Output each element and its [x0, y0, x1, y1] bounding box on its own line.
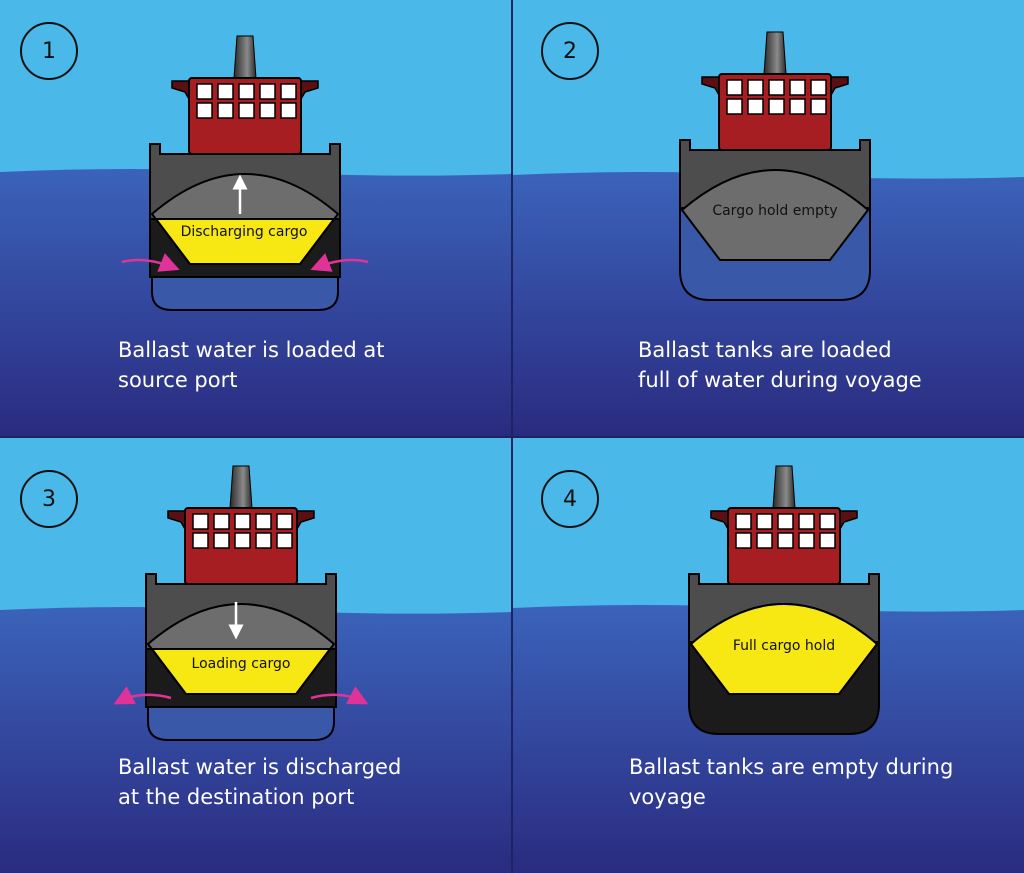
funnel [229, 465, 253, 509]
step-number-2: 2 [541, 22, 599, 80]
window [756, 532, 773, 549]
window [217, 83, 234, 100]
window [255, 513, 272, 530]
caption-3: Ballast water is discharged at the desti… [118, 755, 402, 809]
panel-3-scene [0, 438, 511, 873]
step-number-3: 3 [20, 470, 78, 528]
panel-divider-horizontal [0, 436, 1024, 438]
window [819, 532, 836, 549]
outflow-arrow-right [310, 686, 369, 705]
hold-label-3: Loading cargo [191, 656, 291, 672]
hold-label-1: Discharging cargo [180, 224, 308, 240]
window [810, 79, 827, 96]
window [234, 513, 251, 530]
window [255, 532, 272, 549]
window [789, 79, 806, 96]
window [768, 79, 785, 96]
window [777, 513, 794, 530]
hold-label-2: Cargo hold empty [712, 203, 838, 219]
inflow-arrow-right [310, 253, 369, 272]
ballast-water [147, 706, 335, 741]
step-number-4: 4 [541, 470, 599, 528]
window [726, 79, 743, 96]
funnel [772, 465, 796, 509]
panel-2: 2 Cargo hold empty Ballast tanks are loa… [513, 0, 1024, 436]
panel-4: 4 Full cargo hold Ballast tanks are empt… [513, 438, 1024, 873]
window [280, 102, 297, 119]
window [735, 513, 752, 530]
window [819, 513, 836, 530]
window [747, 98, 764, 115]
panel-4-scene [513, 438, 1024, 873]
window [213, 532, 230, 549]
step-number-1: 1 [20, 22, 78, 80]
inflow-arrow-left [121, 253, 180, 272]
window [192, 513, 209, 530]
cargo-fill [149, 648, 333, 695]
window [234, 532, 251, 549]
window [259, 83, 276, 100]
sea [513, 172, 1024, 436]
cargo-fill [153, 218, 337, 265]
funnel [763, 31, 787, 75]
panel-1-scene [0, 0, 511, 436]
window [735, 532, 752, 549]
ballast-water [151, 276, 339, 311]
panel-2-scene [513, 0, 1024, 436]
hold-label-4: Full cargo hold [732, 638, 836, 654]
funnel [233, 35, 257, 79]
window [238, 83, 255, 100]
window [756, 513, 773, 530]
window [798, 513, 815, 530]
caption-2: Ballast tanks are loaded full of water d… [638, 338, 922, 392]
window [768, 98, 785, 115]
window [276, 532, 293, 549]
cargo-hold [680, 169, 870, 261]
sea [513, 605, 1024, 873]
window [777, 532, 794, 549]
window [217, 102, 234, 119]
window [196, 83, 213, 100]
window [192, 532, 209, 549]
panel-1: 1 Discharging cargo Ballast water is loa… [0, 0, 511, 436]
window [196, 102, 213, 119]
window [726, 98, 743, 115]
window [798, 532, 815, 549]
window [747, 79, 764, 96]
cargo-fill [689, 603, 879, 695]
caption-1: Ballast water is loaded at source port [118, 338, 385, 392]
panel-3: 3 Loading cargo Ballast water is dischar… [0, 438, 511, 873]
window [213, 513, 230, 530]
caption-4: Ballast tanks are empty during voyage [629, 755, 954, 809]
outflow-arrow-left [113, 686, 172, 705]
window [810, 98, 827, 115]
window [259, 102, 276, 119]
window [280, 83, 297, 100]
window [789, 98, 806, 115]
window [276, 513, 293, 530]
window [238, 102, 255, 119]
